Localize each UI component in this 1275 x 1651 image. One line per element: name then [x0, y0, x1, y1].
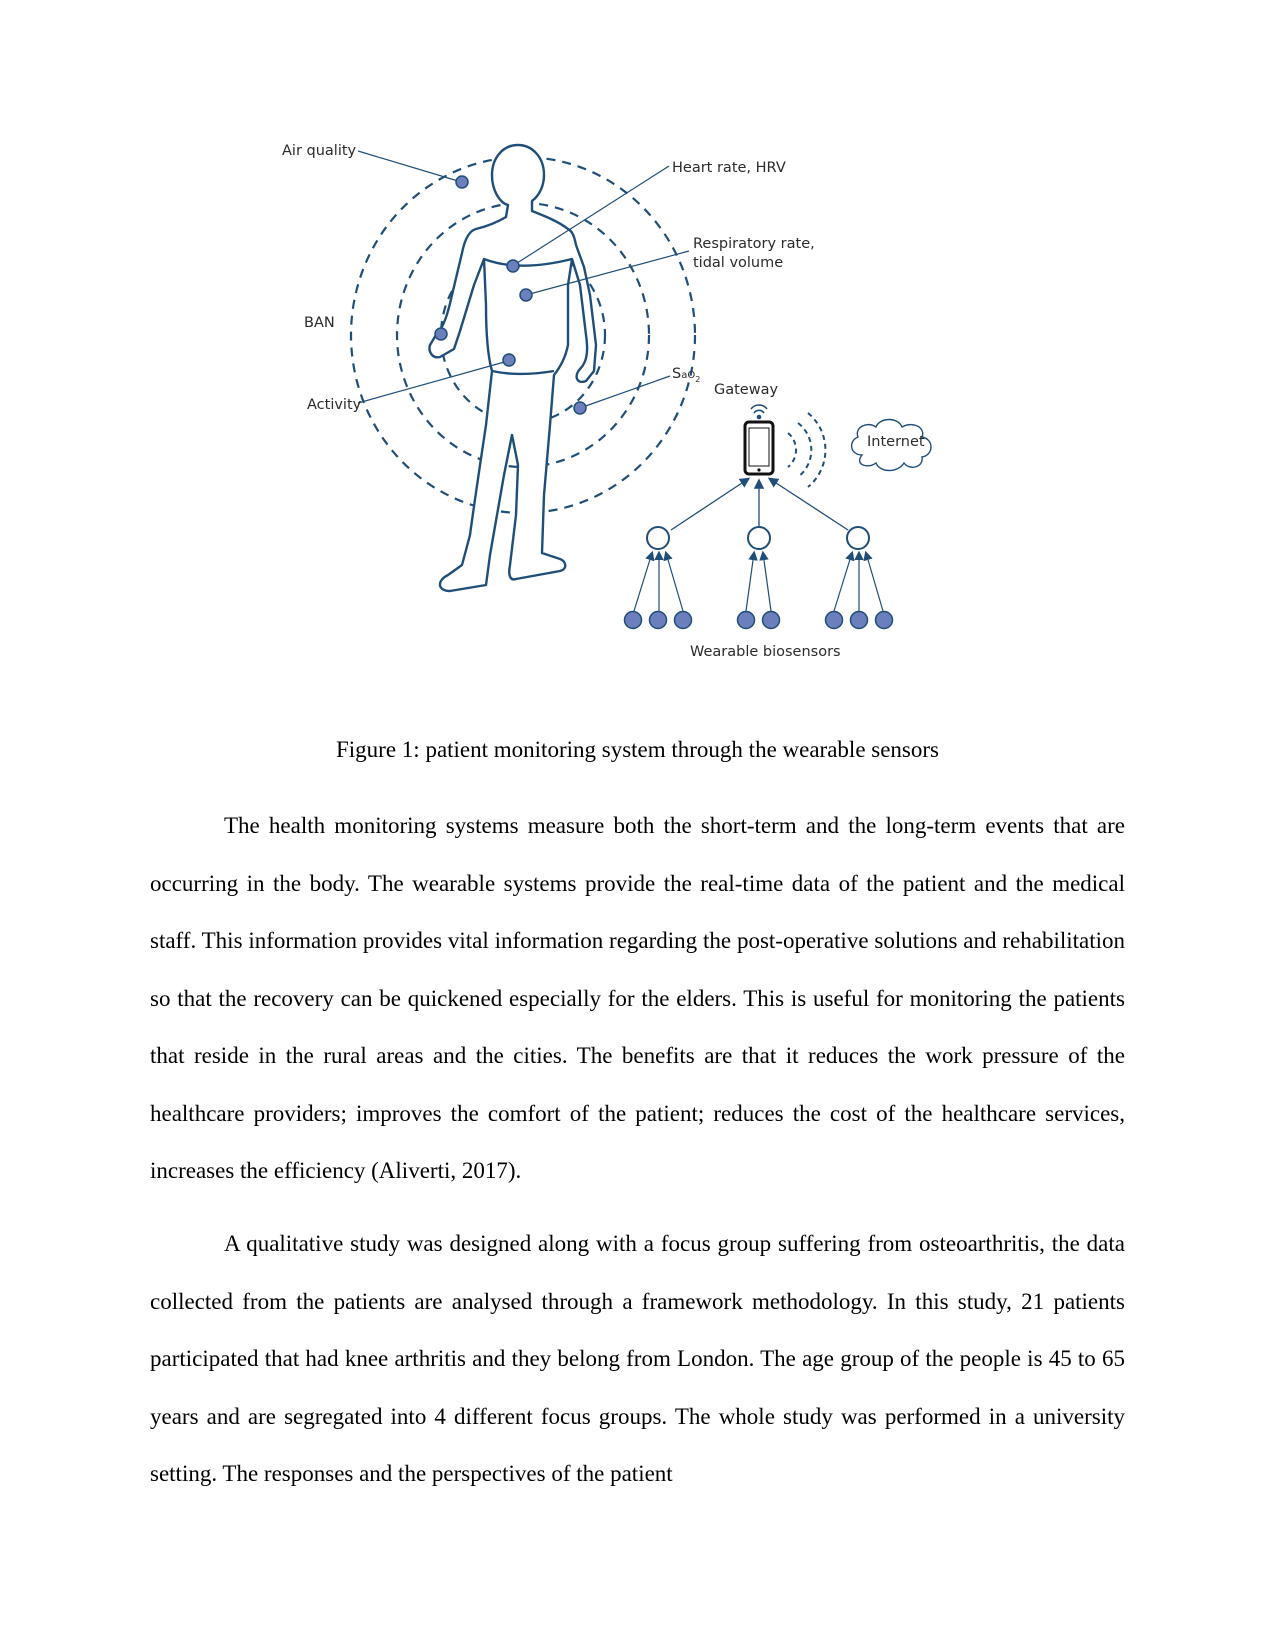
sensor-dot	[519, 288, 533, 302]
figure-caption: Figure 1: patient monitoring system thro…	[336, 737, 939, 762]
person-icon	[428, 143, 598, 593]
wearable-monitoring-figure: Air quality Heart rate, HRV Respiratory …	[270, 135, 990, 695]
sensor-dot	[573, 401, 587, 415]
sensor-dot	[434, 327, 448, 341]
biosensor-dot	[824, 610, 844, 630]
label-heart-rate: Heart rate, HRV	[672, 160, 786, 176]
sensor-dot	[502, 353, 516, 367]
hub-arrows	[670, 477, 849, 531]
sensor-dot	[455, 175, 469, 189]
biosensor-dot	[736, 610, 756, 630]
smartphone-icon	[743, 420, 775, 476]
hub-node	[646, 526, 670, 550]
ban-ring-middle	[395, 201, 651, 469]
biosensor-dot	[673, 610, 693, 630]
body-paragraph: A qualitative study was designed along w…	[150, 1231, 1125, 1486]
biosensor-dot	[648, 610, 668, 630]
label-air-quality: Air quality	[282, 143, 357, 159]
hub-node	[846, 526, 870, 550]
signal-waves-icon	[787, 412, 827, 488]
wearable-sensors	[623, 610, 894, 630]
label-ban: BAN	[304, 315, 335, 331]
sensor-dot	[506, 259, 520, 273]
label-sao2: SaO2	[672, 366, 700, 384]
biosensor-dot	[849, 610, 869, 630]
body-sensors	[434, 175, 587, 415]
label-gateway: Gateway	[714, 382, 778, 398]
sensor-arrows	[633, 550, 884, 612]
label-activity: Activity	[307, 397, 362, 413]
label-internet: Internet	[867, 434, 925, 450]
biosensor-dot	[761, 610, 781, 630]
biosensor-dot	[874, 610, 894, 630]
hub-nodes	[646, 526, 870, 550]
label-respiratory-1: Respiratory rate,	[693, 236, 815, 252]
cloud-icon	[851, 418, 932, 472]
label-respiratory-2: tidal volume	[693, 255, 783, 271]
biosensor-dot	[623, 610, 643, 630]
figure-illustration: Air quality Heart rate, HRV Respiratory …	[282, 143, 932, 660]
wifi-icon	[750, 404, 768, 420]
hub-node	[747, 526, 771, 550]
body-paragraph: The health monitoring systems measure bo…	[150, 813, 1125, 1183]
label-wearable-biosensors: Wearable biosensors	[690, 644, 841, 660]
leader-lines	[357, 150, 690, 409]
